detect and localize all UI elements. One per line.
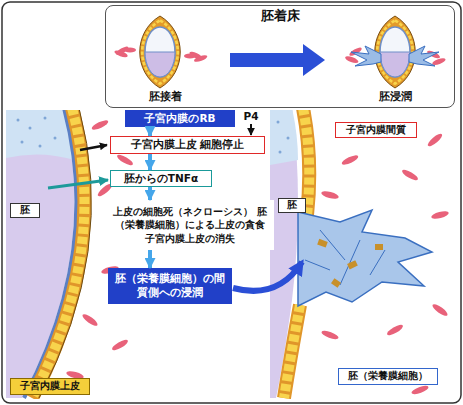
tissue-attach-drawing <box>21 141 24 144</box>
influence-arrow <box>80 145 107 150</box>
stroma-tag: 子宮内膜間質 <box>335 122 417 138</box>
embryo-attach-drawing <box>184 54 196 59</box>
tissue-attach-drawing <box>111 338 130 352</box>
embryo-tag: 胚 <box>278 198 306 213</box>
tissue-attach-drawing <box>17 119 20 122</box>
tissue-invasion-drawing <box>341 153 360 166</box>
hormone-label: P4 <box>238 110 264 122</box>
tissue-invasion-drawing <box>401 168 420 182</box>
secretion-arrow <box>48 180 108 188</box>
tissue-invasion-drawing <box>284 305 300 398</box>
embryo-tag: 胚 <box>10 203 40 218</box>
tissue-attach-drawing <box>91 118 110 131</box>
tissue-attach-drawing <box>39 110 91 398</box>
tissue-invasion-drawing <box>270 110 449 398</box>
tissue-attach-drawing <box>54 137 57 140</box>
process-box: 胚からのTNFα <box>110 170 212 187</box>
node-text: 上皮の細胞死（ネクローシス） 胚（栄養膜細胞）による上皮の貪食 子宮内膜上皮の消… <box>110 205 270 245</box>
embryo-invasion-drawing <box>344 55 359 64</box>
stage-label: 胚浸潤 <box>365 90 425 104</box>
tissue-invasion-drawing <box>287 137 290 140</box>
process-box: 上皮の細胞死（ネクローシス） 胚（栄養膜細胞）による上皮の貪食 子宮内膜上皮の消… <box>106 200 274 250</box>
tissue-invasion-drawing <box>375 244 383 250</box>
tissue-invasion-drawing <box>279 151 282 154</box>
node-text: 胚 <box>20 204 30 217</box>
flow-arrow <box>148 127 152 136</box>
trophoblast-tag: 胚（栄養膜細胞） <box>338 368 438 385</box>
tissue-attach-drawing <box>44 117 47 120</box>
stage-label: 胚接着 <box>135 90 195 104</box>
flow-arrow <box>148 250 152 268</box>
embryo-attach-drawing <box>145 52 175 77</box>
embryo-invasion-drawing <box>344 16 446 88</box>
hormone-arrow <box>250 124 252 135</box>
tissue-attach-drawing <box>6 110 74 398</box>
embryo-invasion-drawing <box>380 27 410 77</box>
tissue-invasion-drawing <box>386 323 405 337</box>
embryo-invasion-drawing <box>377 20 413 83</box>
tissue-invasion-drawing <box>411 384 430 396</box>
embryo-attach-drawing <box>114 16 208 88</box>
process-box: 子宮内膜のRB <box>125 110 235 127</box>
epithelium-tag: 子宮内膜上皮 <box>10 378 90 395</box>
embryo-invasion-drawing <box>351 46 381 66</box>
tissue-attach-drawing <box>32 110 84 398</box>
stage-arrow <box>230 44 325 76</box>
tissue-invasion-drawing <box>321 190 340 200</box>
tissue-attach-drawing <box>116 153 135 167</box>
node-text: 子宮内膜上皮 細胞停止 <box>131 138 245 151</box>
tissue-invasion-drawing <box>270 110 298 165</box>
embryo-attach-drawing <box>145 27 175 77</box>
tissue-invasion-drawing <box>277 121 280 124</box>
embryo-attach-drawing <box>140 16 181 88</box>
tissue-invasion-drawing <box>284 305 300 398</box>
embryo-invasion-drawing <box>409 46 439 66</box>
embryo-invasion-drawing <box>380 52 410 77</box>
tissue-invasion-drawing <box>431 210 450 220</box>
tissue-invasion-drawing <box>426 132 444 148</box>
node-text: 胚 <box>287 199 297 212</box>
tissue-attach-drawing <box>29 127 32 130</box>
node-text: 子宮内膜間質 <box>346 124 406 137</box>
tissue-invasion-drawing <box>317 239 328 248</box>
node-text: 胚着床 <box>261 8 300 24</box>
embryo-attach-drawing <box>124 48 136 53</box>
embryo-invasion-drawing <box>375 16 416 88</box>
process-box: 子宮内膜上皮 細胞停止 <box>110 136 265 154</box>
flow-arrow <box>148 187 152 200</box>
process-box: 胚（栄養膜細胞）の間質側への浸潤 <box>108 268 232 304</box>
tissue-invasion-drawing <box>298 210 432 306</box>
tissue-attach-drawing <box>32 110 84 398</box>
tissue-invasion-drawing <box>431 302 449 317</box>
tissue-attach-drawing <box>81 312 99 327</box>
tissue-invasion-drawing <box>331 278 341 288</box>
node-text: 子宮内膜のRB <box>144 112 215 125</box>
tissue-attach-drawing <box>39 145 42 148</box>
node-text: 子宮内膜上皮 <box>20 380 80 393</box>
embryo-attach-drawing <box>142 20 178 83</box>
invasion-arrow <box>233 262 302 291</box>
tissue-invasion-drawing <box>305 230 385 285</box>
flow-arrow <box>148 154 152 170</box>
tissue-invasion-drawing <box>321 329 340 341</box>
node-text: 胚（栄養膜細胞） <box>348 370 428 383</box>
node-text: 胚（栄養膜細胞）の間質側への浸潤 <box>112 272 228 300</box>
node-text: 胚からのTNFα <box>124 172 198 185</box>
tissue-invasion-drawing <box>347 260 358 269</box>
